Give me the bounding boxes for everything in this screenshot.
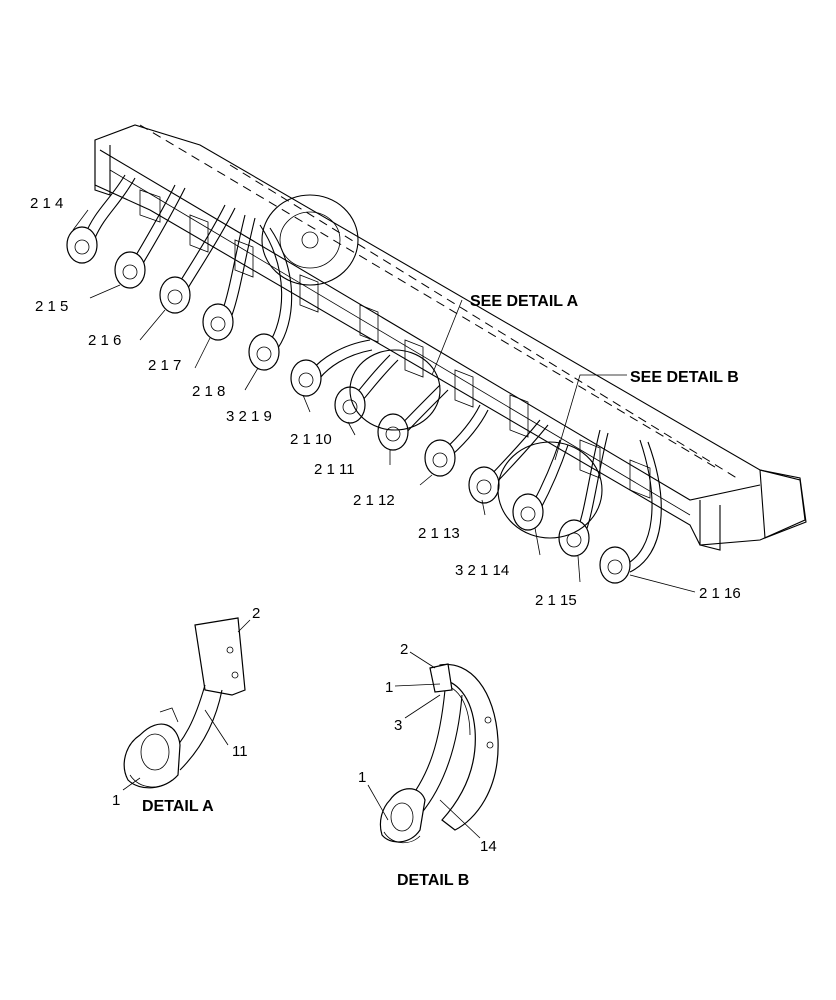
row-units: [66, 174, 662, 584]
detail-b-circle: [497, 441, 603, 539]
detail-b-label-2: 2: [400, 641, 408, 658]
callout-row-8: 2 1 8: [192, 383, 225, 400]
callout-row-4: 2 1 4: [30, 195, 63, 212]
detail-a-label-1: 1: [112, 792, 120, 809]
frame-brackets: [139, 189, 651, 499]
callout-row-6: 2 1 6: [88, 332, 121, 349]
callout-row-16: 2 1 16: [699, 585, 741, 602]
callout-row-7: 2 1 7: [148, 357, 181, 374]
callout-row-9: 3 2 1 9: [226, 408, 272, 425]
hub-assembly: [261, 194, 359, 286]
callout-row-5: 2 1 5: [35, 298, 68, 315]
toolbar-frame: [94, 124, 807, 551]
detail-a-title: DETAIL A: [142, 798, 214, 815]
detail-b-drawing: [367, 651, 499, 844]
detail-b-label-1-bottom: 1: [358, 769, 366, 786]
callout-row-13: 2 1 13: [418, 525, 460, 542]
detail-a-circle: [349, 349, 441, 431]
callout-row-12: 2 1 12: [353, 492, 395, 509]
detail-b-label-1-top: 1: [385, 679, 393, 696]
detail-b-title: DETAIL B: [397, 872, 469, 889]
detail-b-label-3: 3: [394, 717, 402, 734]
callout-row-10: 2 1 10: [290, 431, 332, 448]
callout-row-15: 2 1 15: [535, 592, 577, 609]
detail-a-label-2: 2: [252, 605, 260, 622]
callout-row-14: 3 2 1 14: [455, 562, 509, 579]
see-detail-a-label: SEE DETAIL A: [470, 293, 579, 310]
see-detail-b-label: SEE DETAIL B: [630, 369, 739, 386]
detail-a-drawing: [122, 617, 251, 791]
callout-row-11: 2 1 11: [314, 461, 355, 478]
detail-a-label-11: 11: [232, 743, 248, 760]
detail-b-label-14: 14: [480, 838, 497, 855]
leader-lines: [72, 209, 696, 593]
